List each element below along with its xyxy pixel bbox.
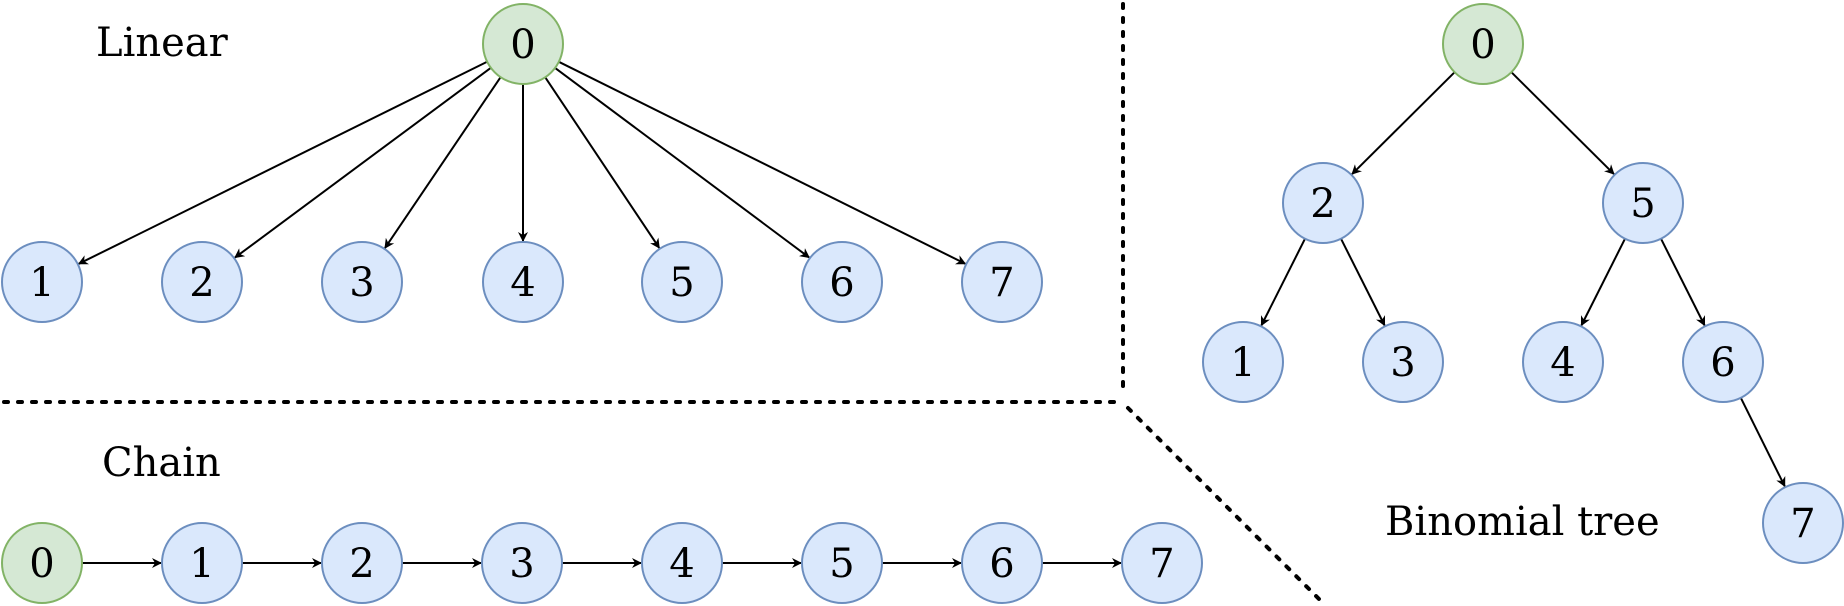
- linear-node-2-circle: [161, 241, 243, 323]
- linear-node-3: 3: [321, 241, 403, 323]
- linear-edge-0-2: [234, 67, 492, 259]
- nodes-layer: 0 1 2 3 4 5 6 7 0 1 2 3 4 5 6 7 0 2 5 1 3 4 6 7: [1, 3, 1844, 604]
- linear-node-1: 1: [1, 241, 83, 323]
- chain-node-5-circle: [801, 522, 883, 604]
- binomial-section-title: Binomial tree: [1385, 499, 1660, 545]
- binomial-edge-0-5: [1510, 71, 1615, 175]
- linear-node-2-label: 2: [189, 260, 214, 306]
- binomial-node-1-label: 1: [1230, 340, 1255, 386]
- linear-node-4-label: 4: [510, 260, 535, 306]
- linear-node-1-circle: [1, 241, 83, 323]
- binomial-node-0-label: 0: [1470, 22, 1495, 68]
- binomial-node-1: 1: [1202, 321, 1284, 403]
- chain-node-3: 3: [481, 522, 563, 604]
- linear-edge-0-6: [554, 67, 810, 259]
- chain-node-0-circle: [1, 522, 83, 604]
- linear-node-3-label: 3: [349, 260, 374, 306]
- linear-edge-0-5: [544, 76, 661, 249]
- linear-node-5: 5: [641, 241, 723, 323]
- linear-node-7-label: 7: [989, 260, 1014, 306]
- binomial-edge-2-3: [1340, 238, 1386, 327]
- linear-node-6-circle: [801, 241, 883, 323]
- linear-node-0-circle: [482, 3, 564, 85]
- linear-node-4: 4: [482, 241, 564, 323]
- chain-node-4-circle: [641, 522, 723, 604]
- chain-node-1-label: 1: [189, 541, 214, 587]
- chain-node-4-label: 4: [669, 541, 694, 587]
- binomial-node-7: 7: [1762, 482, 1844, 564]
- binomial-node-7-circle: [1762, 482, 1844, 564]
- binomial-node-6: 6: [1682, 321, 1764, 403]
- binomial-node-3-label: 3: [1390, 340, 1415, 386]
- chain-node-6: 6: [961, 522, 1043, 604]
- chain-node-3-label: 3: [509, 541, 534, 587]
- chain-node-2-circle: [321, 522, 403, 604]
- binomial-node-0-circle: [1442, 3, 1524, 85]
- binomial-node-3-circle: [1362, 321, 1444, 403]
- linear-node-0: 0: [482, 3, 564, 85]
- diagonal-separator: [1126, 406, 1324, 604]
- linear-node-7: 7: [961, 241, 1043, 323]
- binomial-edge-5-4: [1580, 238, 1626, 327]
- binomial-edge-0-2: [1351, 71, 1456, 175]
- chain-node-5-label: 5: [829, 541, 854, 587]
- binomial-node-3: 3: [1362, 321, 1444, 403]
- chain-node-1-circle: [161, 522, 243, 604]
- binomial-edge-6-7: [1739, 397, 1786, 488]
- chain-node-4: 4: [641, 522, 723, 604]
- binomial-node-6-circle: [1682, 321, 1764, 403]
- binomial-node-0: 0: [1442, 3, 1524, 85]
- binomial-node-1-circle: [1202, 321, 1284, 403]
- chain-node-2: 2: [321, 522, 403, 604]
- chain-node-3-circle: [481, 522, 563, 604]
- chain-node-0: 0: [1, 522, 83, 604]
- linear-node-0-label: 0: [510, 22, 535, 68]
- binomial-node-5: 5: [1602, 162, 1684, 244]
- linear-section-title: Linear: [96, 20, 229, 66]
- linear-node-7-circle: [961, 241, 1043, 323]
- linear-node-6-label: 6: [829, 260, 854, 306]
- edges-layer: [77, 60, 1786, 568]
- binomial-node-4-circle: [1522, 321, 1604, 403]
- chain-node-6-circle: [961, 522, 1043, 604]
- chain-node-7-circle: [1121, 522, 1203, 604]
- binomial-node-5-circle: [1602, 162, 1684, 244]
- linear-node-5-label: 5: [669, 260, 694, 306]
- binomial-node-2-label: 2: [1310, 181, 1335, 227]
- linear-node-1-label: 1: [29, 260, 54, 306]
- binomial-node-2: 2: [1282, 162, 1364, 244]
- chain-node-1: 1: [161, 522, 243, 604]
- chain-node-7: 7: [1121, 522, 1203, 604]
- chain-node-6-label: 6: [989, 541, 1014, 587]
- binomial-node-4-label: 4: [1550, 340, 1575, 386]
- linear-node-3-circle: [321, 241, 403, 323]
- chain-node-5: 5: [801, 522, 883, 604]
- chain-node-2-label: 2: [349, 541, 374, 587]
- linear-node-6: 6: [801, 241, 883, 323]
- binomial-node-6-label: 6: [1710, 340, 1735, 386]
- linear-node-5-circle: [641, 241, 723, 323]
- linear-node-4-circle: [482, 241, 564, 323]
- linear-edge-0-7: [558, 60, 967, 265]
- binomial-node-4: 4: [1522, 321, 1604, 403]
- binomial-edge-2-1: [1260, 238, 1306, 327]
- chain-section-title: Chain: [102, 440, 221, 486]
- chain-node-7-label: 7: [1149, 541, 1174, 587]
- binomial-edge-5-6: [1660, 238, 1706, 327]
- section-separators: [2, 2, 1324, 604]
- binomial-node-5-label: 5: [1630, 181, 1655, 227]
- linear-node-2: 2: [161, 241, 243, 323]
- chain-node-0-label: 0: [29, 541, 54, 587]
- linear-edge-0-3: [384, 76, 502, 249]
- linear-edge-0-1: [77, 60, 488, 265]
- binomial-node-2-circle: [1282, 162, 1364, 244]
- binomial-node-7-label: 7: [1790, 501, 1815, 547]
